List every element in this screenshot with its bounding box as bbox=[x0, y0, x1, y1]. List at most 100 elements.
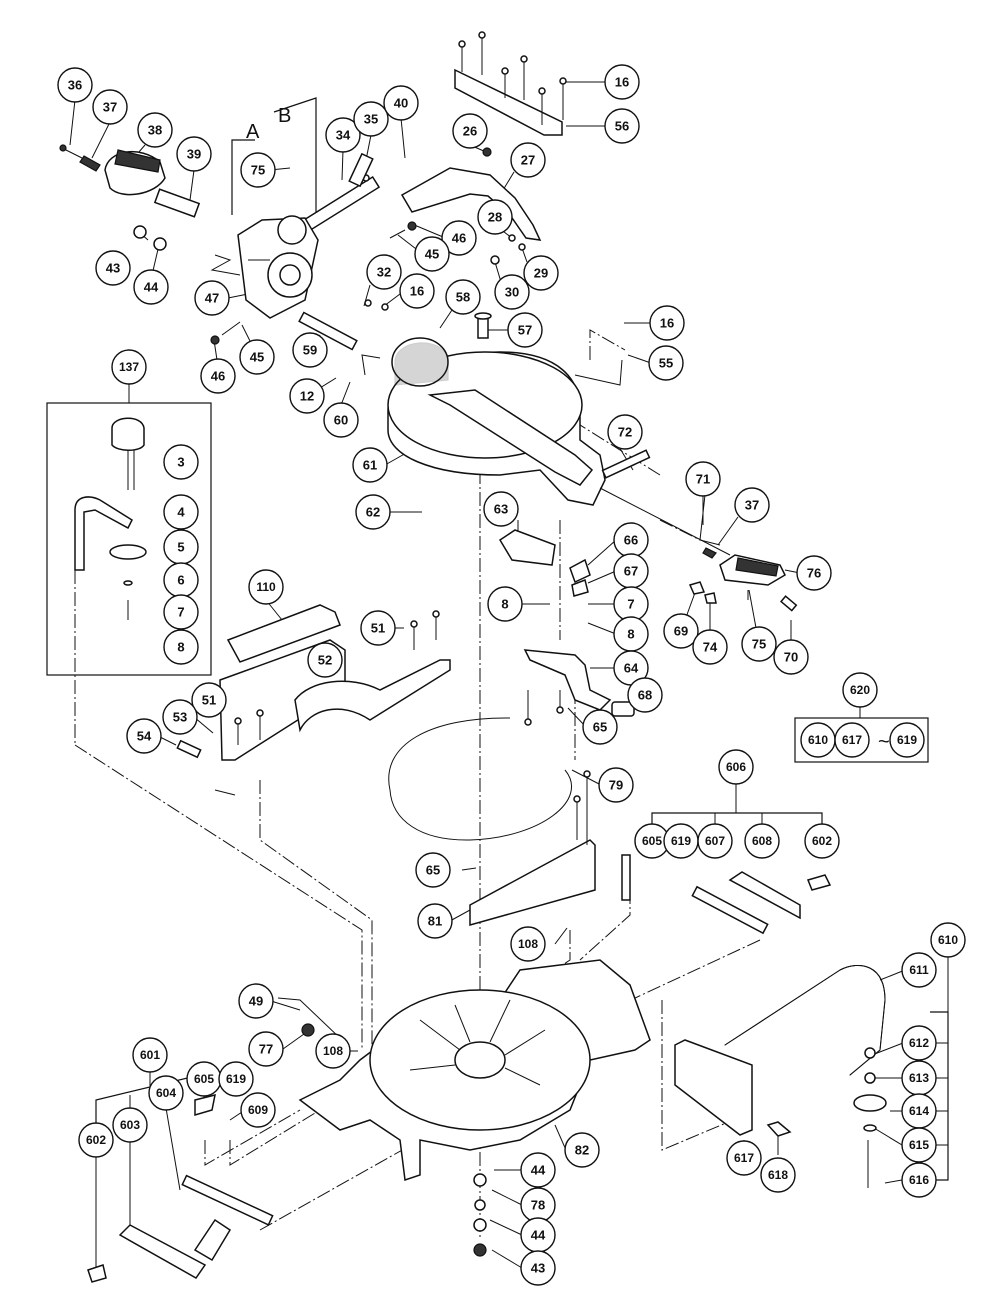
callout-label: 64 bbox=[624, 661, 639, 676]
callout-label: 605 bbox=[194, 1072, 214, 1086]
turntable-assembly bbox=[387, 312, 606, 506]
callout-circle bbox=[133, 269, 169, 305]
callout-77: 77 bbox=[248, 1031, 284, 1067]
callout-36: 36 bbox=[57, 67, 93, 103]
callout-29: 29 bbox=[523, 255, 559, 291]
callout-28: 28 bbox=[477, 199, 513, 235]
callout-circle bbox=[176, 136, 212, 172]
callout-label: 66 bbox=[624, 533, 638, 548]
callout-label: 35 bbox=[364, 112, 378, 127]
callout-label: 74 bbox=[703, 640, 718, 655]
callout-619: 619 bbox=[889, 722, 925, 758]
extension-rod-outer bbox=[724, 964, 886, 1076]
callout-circle bbox=[162, 699, 198, 735]
callout-37: 37 bbox=[92, 89, 128, 125]
view-label-a: A bbox=[246, 121, 260, 143]
callout-circle bbox=[163, 594, 199, 630]
callout-circle bbox=[191, 682, 227, 718]
callout-label: 3 bbox=[177, 455, 184, 470]
callout-74: 74 bbox=[692, 629, 728, 665]
callout-56: 56 bbox=[604, 108, 640, 144]
callout-54: 54 bbox=[126, 718, 162, 754]
group-620-box bbox=[794, 717, 929, 763]
callout-circle bbox=[238, 983, 274, 1019]
callout-circle bbox=[57, 67, 93, 103]
callout-circle bbox=[685, 461, 721, 497]
callout-circle bbox=[414, 236, 450, 272]
fence-bracket bbox=[498, 529, 556, 566]
parts bbox=[59, 31, 887, 1283]
callout-circle bbox=[399, 273, 435, 309]
callout-34: 34 bbox=[325, 117, 361, 153]
callout-circle bbox=[248, 569, 284, 605]
callout-47: 47 bbox=[194, 280, 230, 316]
callout-label: 61 bbox=[363, 458, 377, 473]
callout-circle bbox=[132, 1037, 168, 1073]
callout-circle bbox=[734, 487, 770, 523]
callout-38: 38 bbox=[137, 112, 173, 148]
callout-49: 49 bbox=[238, 983, 274, 1019]
callout-circle bbox=[148, 1075, 184, 1111]
callout-label: 71 bbox=[696, 472, 710, 487]
callout-label: 47 bbox=[205, 291, 219, 306]
group-610-bracket bbox=[930, 1011, 949, 1181]
callout-label: 601 bbox=[140, 1048, 160, 1062]
callout-label: 30 bbox=[505, 285, 519, 300]
callout-57: 57 bbox=[507, 312, 543, 348]
callout-circle bbox=[627, 677, 663, 713]
callout-label: 27 bbox=[521, 153, 535, 168]
callout-label: 62 bbox=[366, 505, 380, 520]
callout-620: 620 bbox=[842, 672, 878, 708]
callout-label: 605 bbox=[642, 834, 662, 848]
callout-label: 5 bbox=[177, 540, 184, 555]
callout-8: 8 bbox=[487, 586, 523, 622]
callout-circle bbox=[487, 586, 523, 622]
callout-label: 46 bbox=[211, 369, 225, 384]
stopper-left bbox=[118, 1224, 207, 1279]
callout-circle bbox=[307, 642, 343, 678]
callout-label: 608 bbox=[752, 834, 772, 848]
callout-76: 76 bbox=[796, 555, 832, 591]
callout-circle bbox=[137, 112, 173, 148]
callout-label: 606 bbox=[726, 760, 746, 774]
view-a-bracket bbox=[231, 139, 255, 215]
callout-bubbles: 3637383934354075165626272829304645434447… bbox=[57, 64, 966, 1286]
callout-610: 610 bbox=[800, 722, 836, 758]
callout-circle bbox=[649, 305, 685, 341]
callout-label: 34 bbox=[336, 128, 351, 143]
callout-circle bbox=[218, 1061, 254, 1097]
callout-609: 609 bbox=[240, 1092, 276, 1128]
callout-619: 619 bbox=[218, 1061, 254, 1097]
callout-label: 602 bbox=[812, 834, 832, 848]
callout-61: 61 bbox=[352, 447, 388, 483]
callout-39: 39 bbox=[176, 136, 212, 172]
callout-65: 65 bbox=[415, 852, 451, 888]
lock-handle bbox=[688, 547, 798, 612]
callout-circle bbox=[452, 113, 488, 149]
callout-110: 110 bbox=[248, 569, 284, 605]
callout-label: 46 bbox=[452, 231, 466, 246]
callout-601: 601 bbox=[132, 1037, 168, 1073]
callout-circle bbox=[930, 922, 966, 958]
callout-68: 68 bbox=[627, 677, 663, 713]
callout-circle bbox=[163, 629, 199, 665]
callout-circle bbox=[520, 1152, 556, 1188]
callout-75: 75 bbox=[240, 152, 276, 188]
callout-46: 46 bbox=[441, 220, 477, 256]
callout-circle bbox=[604, 108, 640, 144]
callout-circle bbox=[325, 117, 361, 153]
callout-circle bbox=[92, 89, 128, 125]
callout-614: 614 bbox=[901, 1093, 937, 1129]
callout-circle bbox=[111, 349, 147, 385]
callout-label: 76 bbox=[807, 566, 821, 581]
callout-7: 7 bbox=[613, 586, 649, 622]
callout-45: 45 bbox=[239, 339, 275, 375]
callout-label: 16 bbox=[410, 284, 424, 299]
callout-label: 618 bbox=[768, 1168, 788, 1182]
callout-label: 59 bbox=[303, 343, 317, 358]
callout-circle bbox=[163, 444, 199, 480]
range-tilde: ~ bbox=[878, 731, 890, 753]
callout-label: 77 bbox=[259, 1042, 273, 1057]
callout-circle bbox=[520, 1250, 556, 1286]
